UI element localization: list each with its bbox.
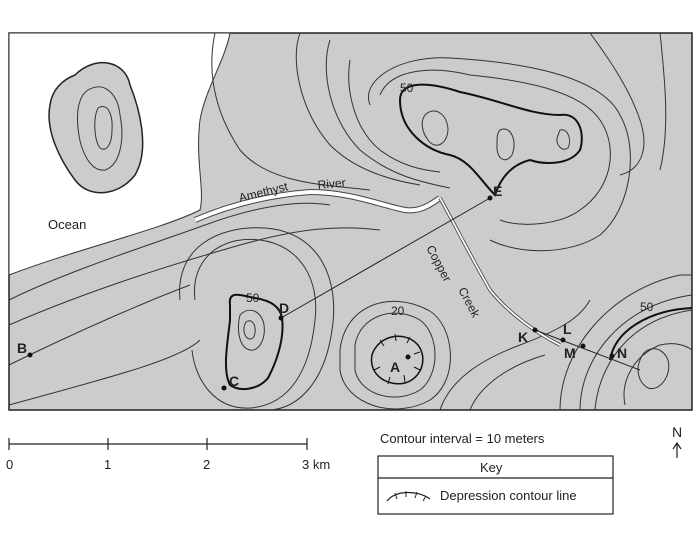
contour-line xyxy=(8,284,191,366)
point-m: M xyxy=(564,343,586,361)
contour-line xyxy=(348,59,441,173)
contour-line xyxy=(439,299,591,411)
island xyxy=(48,61,144,194)
contour-line xyxy=(295,32,421,186)
point-label: L xyxy=(563,321,572,337)
contour-line xyxy=(8,202,331,301)
scale-tick-label: 0 xyxy=(6,457,13,472)
scale-tick-label: 2 xyxy=(203,457,210,472)
profile-line-d-e xyxy=(280,197,491,319)
point-label: D xyxy=(279,300,289,316)
point-c: C xyxy=(221,373,239,391)
point-k: K xyxy=(518,327,538,345)
depression-hachures xyxy=(373,333,421,385)
contour-line xyxy=(589,32,645,176)
point-label: K xyxy=(518,329,528,345)
point-d: D xyxy=(278,300,289,321)
point-label: M xyxy=(564,345,576,361)
depression-contour-line xyxy=(370,335,424,385)
contour-line xyxy=(637,348,670,390)
contour-interval-text: Contour interval = 10 meters xyxy=(380,431,545,446)
contour-line xyxy=(94,106,113,150)
contour-line xyxy=(8,227,381,326)
contour-label: 50 xyxy=(640,300,654,314)
scale-tick-label: 1 xyxy=(104,457,111,472)
contour-line xyxy=(559,274,692,411)
point-a: A xyxy=(390,354,411,375)
contour-line xyxy=(354,312,436,398)
scale-tick-label: 3 km xyxy=(302,457,330,472)
contour-line xyxy=(379,69,611,225)
point-label: B xyxy=(17,340,27,356)
contour-line xyxy=(179,227,335,411)
contour-line xyxy=(368,57,631,252)
contour-line xyxy=(594,309,693,411)
contour-label: 50 xyxy=(246,291,260,305)
ocean-label: Ocean xyxy=(48,217,86,232)
contour-line xyxy=(339,300,451,410)
contour-label: 50 xyxy=(400,81,414,95)
contour-line xyxy=(421,110,449,146)
point-label: E xyxy=(493,183,502,199)
contour-line xyxy=(496,128,515,161)
contour-line xyxy=(211,32,371,191)
profile-line-k-n xyxy=(534,329,641,371)
copper-creek xyxy=(439,197,561,346)
contour-line xyxy=(659,32,667,171)
point-label: C xyxy=(229,373,239,389)
contour-line xyxy=(469,354,546,411)
north-label: N xyxy=(672,424,682,440)
contour-line xyxy=(77,86,123,171)
depression-contour-icon xyxy=(386,491,431,502)
contour-line xyxy=(243,320,256,340)
contour-line xyxy=(237,309,265,351)
contour-line xyxy=(8,339,201,406)
point-b: B xyxy=(17,340,33,358)
map-key: Key Depression contour line xyxy=(377,455,614,515)
point-label: A xyxy=(390,359,400,375)
contour-line xyxy=(191,238,317,409)
key-title: Key xyxy=(480,460,503,475)
point-l: L xyxy=(560,321,572,343)
contour-line xyxy=(556,129,571,150)
contour-line xyxy=(325,39,451,189)
north-arrow: N xyxy=(672,424,682,458)
index-contour-50-east xyxy=(609,307,693,361)
river-label-part2: River xyxy=(317,176,346,192)
point-n: N xyxy=(609,345,627,361)
index-contour-50-north xyxy=(398,83,583,197)
contour-label: 20 xyxy=(391,304,405,318)
point-e: E xyxy=(487,183,502,201)
contour-line xyxy=(579,294,693,411)
scale-bar: 0 1 2 3 km xyxy=(6,438,330,472)
index-contour-50-west xyxy=(225,293,284,391)
point-label: N xyxy=(617,345,627,361)
key-item: Depression contour line xyxy=(440,488,577,503)
contour-line xyxy=(623,343,693,406)
amethyst-river xyxy=(194,189,442,222)
